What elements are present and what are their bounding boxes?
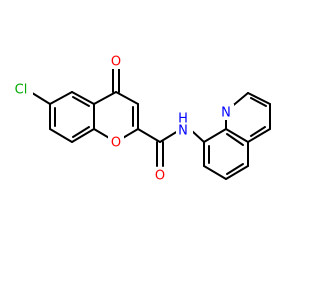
atom-labels: Cl O O O N H N [9, 53, 234, 184]
bond [191, 130, 205, 143]
bond [72, 126, 90, 138]
bond [247, 128, 271, 143]
bond [203, 165, 227, 180]
bond [71, 91, 95, 105]
amide-hydrogen-atom: H [178, 112, 188, 127]
bond [137, 128, 161, 143]
bond [225, 165, 249, 180]
bond [115, 91, 139, 105]
molecule-structure: Cl O O O N H N [9, 53, 271, 184]
bond [93, 91, 117, 105]
bond [225, 128, 249, 143]
bonds [28, 65, 271, 180]
bond [226, 133, 244, 146]
bond [71, 128, 95, 143]
keto-oxygen-atom: O [111, 55, 121, 70]
amide-nitrogen-atom: N [178, 124, 188, 139]
bond [250, 126, 266, 137]
bond [49, 91, 73, 105]
amide-oxygen-atom: O [155, 169, 165, 184]
chlorine-atom: Cl [15, 83, 28, 98]
bond [203, 128, 227, 143]
ring-oxygen-atom: O [111, 136, 121, 151]
bond [49, 128, 73, 143]
bond [159, 130, 179, 143]
molecule-canvas: Cl O O O N H N [9, 53, 271, 184]
bond [72, 96, 90, 107]
bond [250, 97, 267, 107]
bond [226, 163, 244, 175]
quinoline-nitrogen-atom: N [221, 106, 231, 121]
bond [247, 92, 271, 105]
